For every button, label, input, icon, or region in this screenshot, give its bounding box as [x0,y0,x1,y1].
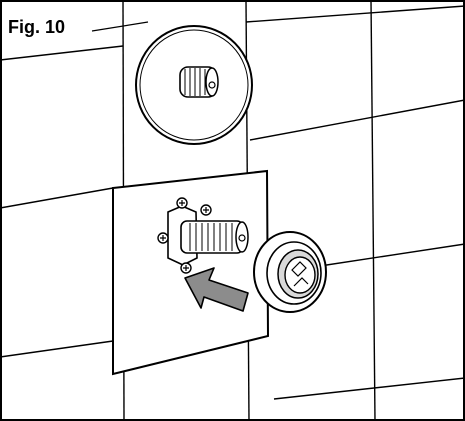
tile-joint-horizontal [0,187,114,209]
tile-joint-horizontal [245,5,465,23]
figure-label: Fig. 10 [6,17,68,37]
tile-joint-horizontal [0,340,114,358]
sleeve-ring [253,231,327,313]
valve-body [157,197,249,274]
mounting-screw-icon [157,197,212,274]
upper-valve-stem [179,66,219,98]
tile-joint-horizontal [0,45,124,61]
insertion-arrow-icon [184,267,249,312]
tile-joint-vertical [370,0,376,421]
tile-joint-horizontal [249,99,465,141]
upper-rosette [135,25,253,145]
label-leader-line [91,21,149,32]
cover-plate [112,169,270,376]
tile-joint-horizontal [273,377,465,400]
tile-joint-horizontal [319,243,465,267]
